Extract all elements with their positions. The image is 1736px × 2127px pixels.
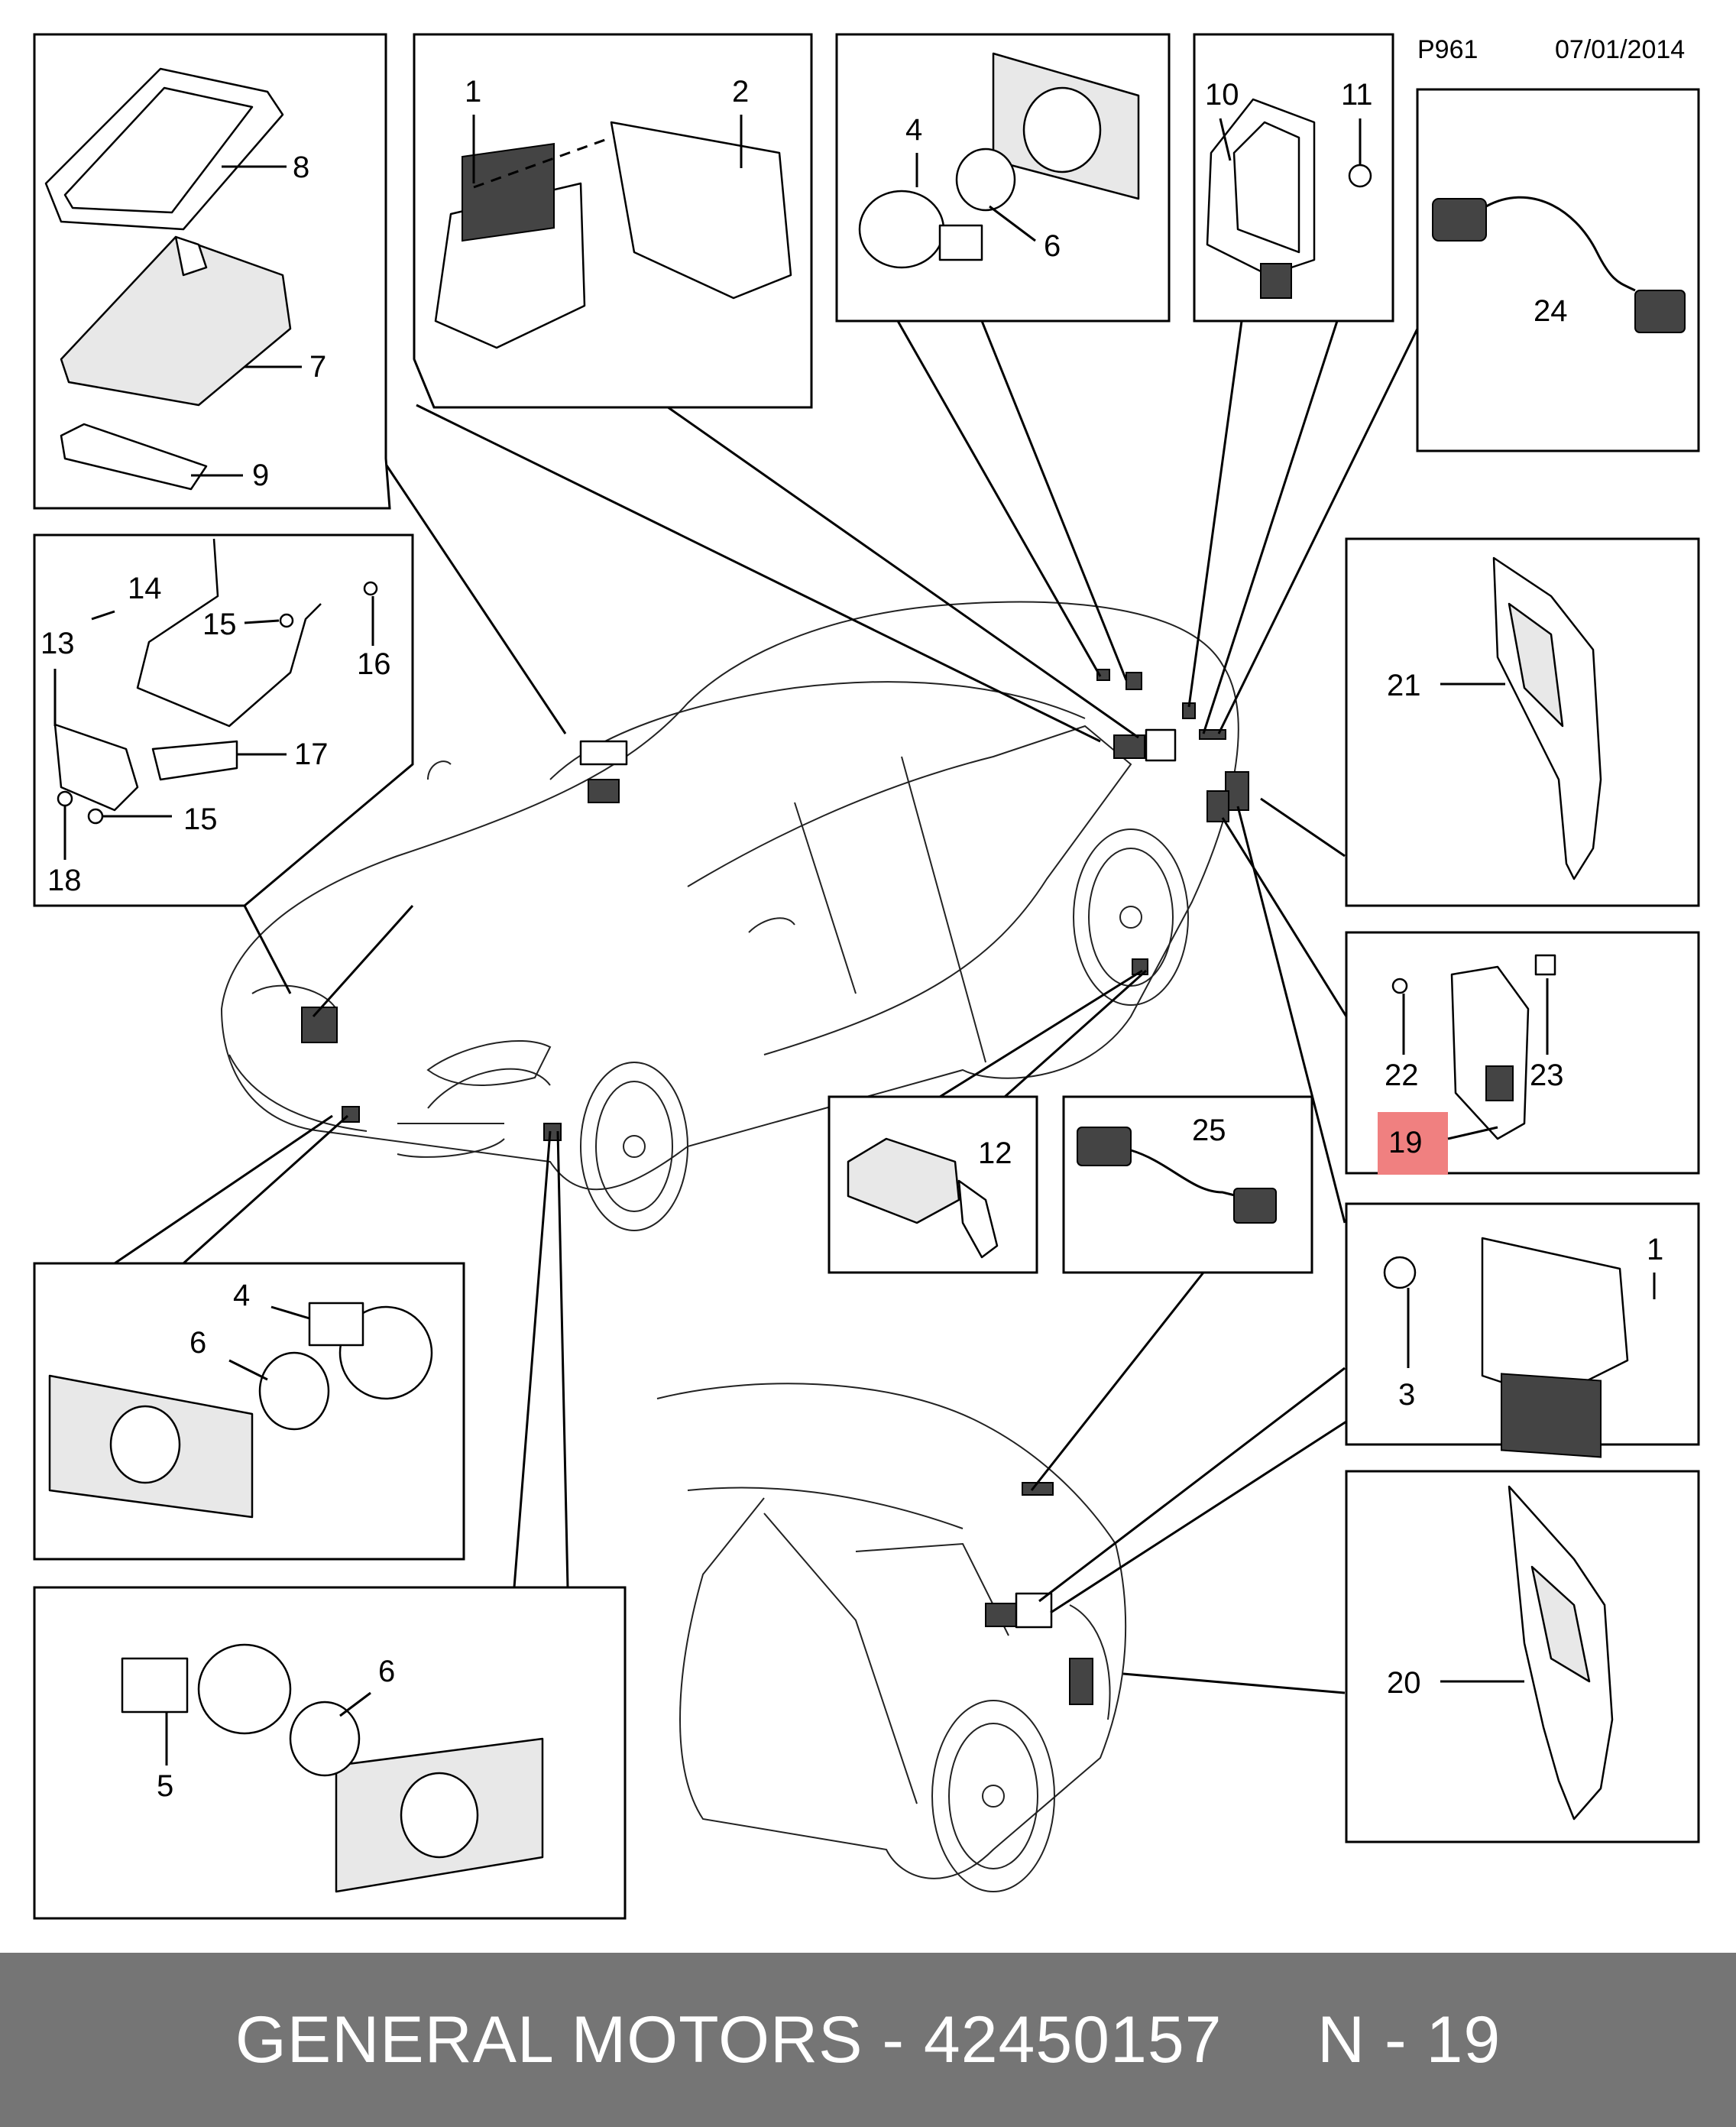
callout-2: 2 bbox=[732, 75, 749, 109]
callout-15-top: 15 bbox=[202, 608, 237, 641]
callout-11: 11 bbox=[1341, 78, 1373, 112]
car-front-view bbox=[220, 601, 1239, 1231]
callout-22: 22 bbox=[1385, 1059, 1419, 1092]
highlight-19 bbox=[1378, 1112, 1448, 1175]
panel-part-20: 20 bbox=[1345, 1470, 1700, 1843]
panel-parts-7-8-9: 8 7 9 bbox=[33, 33, 391, 510]
callout-1-bottom: 1 bbox=[1647, 1233, 1663, 1266]
callout-21: 21 bbox=[1387, 669, 1421, 702]
callout-23: 23 bbox=[1530, 1059, 1564, 1092]
callout-14: 14 bbox=[128, 572, 162, 605]
callout-1: 1 bbox=[465, 75, 481, 109]
panel-parts-1-3: 1 3 bbox=[1345, 1202, 1700, 1458]
diagram-date: 07/01/2014 bbox=[1555, 35, 1685, 64]
callout-4-top: 4 bbox=[905, 113, 922, 147]
diagram-code: P961 bbox=[1417, 35, 1478, 64]
panel-part-24: 24 bbox=[1416, 88, 1700, 452]
panel-parts-4-6: 4 6 bbox=[835, 33, 1171, 323]
callout-25: 25 bbox=[1192, 1114, 1226, 1147]
callout-18: 18 bbox=[47, 864, 82, 897]
callout-10: 10 bbox=[1205, 78, 1239, 112]
panel-parts-10-11: 10 11 bbox=[1193, 33, 1394, 323]
callout-9: 9 bbox=[252, 459, 269, 492]
callout-13: 13 bbox=[40, 627, 75, 660]
callout-3: 3 bbox=[1398, 1378, 1415, 1412]
footer-text: GENERAL MOTORS - 42450157 N - 19 bbox=[235, 2002, 1501, 2077]
panel-part-12: 12 bbox=[828, 1095, 1038, 1274]
callout-5: 5 bbox=[157, 1769, 173, 1803]
callout-12: 12 bbox=[978, 1136, 1012, 1170]
panel-parts-1-2: 1 2 bbox=[413, 33, 813, 409]
callout-8: 8 bbox=[293, 151, 309, 184]
callout-16: 16 bbox=[357, 647, 391, 681]
callout-6-top: 6 bbox=[1044, 229, 1061, 263]
callout-19: 19 bbox=[1388, 1126, 1423, 1159]
callout-4-front: 4 bbox=[233, 1279, 250, 1312]
leader-lines bbox=[114, 320, 1423, 1694]
parts-diagram: P961 07/01/2014 bbox=[33, 33, 1700, 1920]
callout-6-rear: 6 bbox=[378, 1655, 395, 1688]
panel-part-25: 25 bbox=[1062, 1095, 1313, 1274]
panel-parts-5-6: 6 5 bbox=[33, 1586, 627, 1920]
panel-parts-13-18: 14 15 16 13 17 15 18 bbox=[33, 533, 414, 907]
panel-parts-19-22-23: 22 23 19 bbox=[1345, 931, 1700, 1175]
footer-banner: GENERAL MOTORS - 42450157 N - 19 bbox=[0, 1953, 1736, 2127]
callout-20: 20 bbox=[1387, 1666, 1421, 1700]
callout-6-front: 6 bbox=[189, 1326, 206, 1360]
callout-15-bottom: 15 bbox=[183, 802, 218, 836]
callout-17: 17 bbox=[294, 738, 329, 771]
car-part-markers bbox=[301, 669, 1249, 1705]
callout-7: 7 bbox=[309, 350, 326, 384]
panel-part-21: 21 bbox=[1345, 537, 1700, 907]
callout-24: 24 bbox=[1534, 294, 1568, 328]
panel-parts-4-6-front: 4 6 bbox=[33, 1262, 465, 1561]
